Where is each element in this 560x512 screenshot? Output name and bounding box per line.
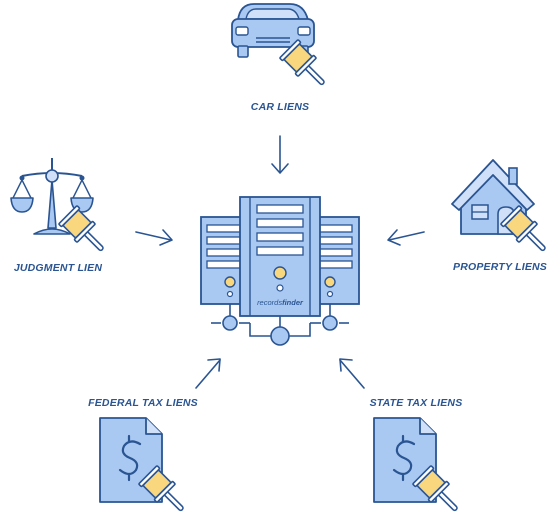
arrow-from-federal [195,358,221,389]
arrow-from-judgment [135,229,173,246]
car-liens-label: CAR LIENS [251,101,309,113]
property-liens-label: PROPERTY LIENS [453,261,547,273]
arrow-from-state [339,358,365,389]
connector-node [322,315,338,331]
brand-logo-light: records [257,298,282,307]
brand-logo-bold: finder [282,298,304,307]
state-tax-liens-label: STATE TAX LIENS [370,397,463,409]
judgment-lien-label: JUDGMENT LIEN [14,262,103,274]
connector-node [222,315,238,331]
brand-logo: recordsfinder [257,298,304,307]
car-liens-group: CAR LIENS [231,3,334,113]
server-database-icon: recordsfinder [200,196,360,346]
federal-tax-liens-group: FEDERAL TAX LIENS [88,397,198,512]
scales-of-justice-icon [10,158,94,235]
judgment-lien-group: JUDGMENT LIEN [10,158,113,274]
state-tax-liens-group: STATE TAX LIENS [370,397,467,512]
arrow-from-property [387,229,425,246]
connector-node [270,326,290,346]
federal-tax-liens-label: FEDERAL TAX LIENS [88,397,198,409]
property-liens-group: PROPERTY LIENS [451,159,555,273]
arrow-from-car [271,135,289,174]
